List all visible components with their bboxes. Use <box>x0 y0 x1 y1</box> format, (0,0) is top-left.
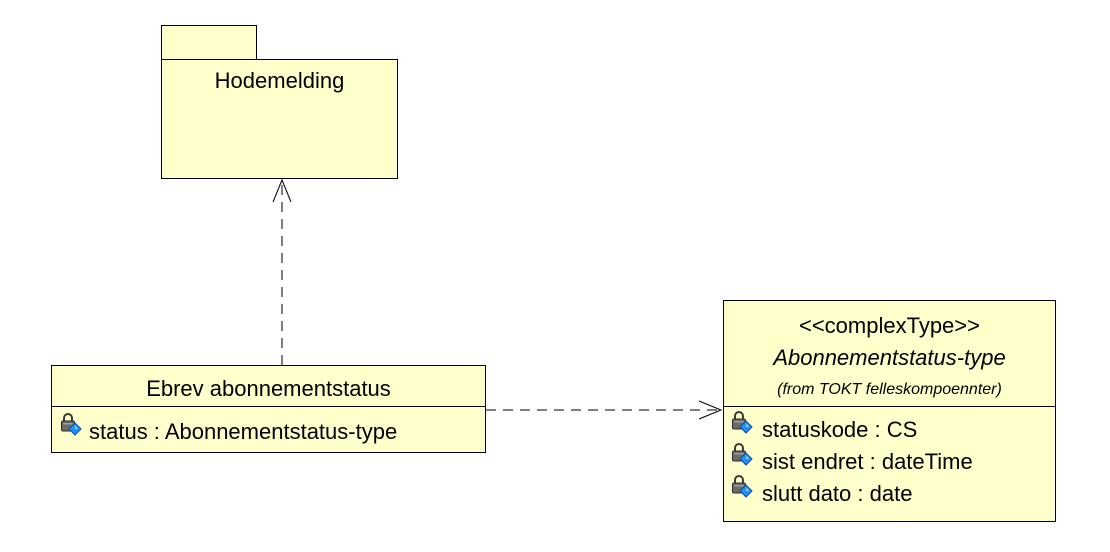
class-ebrev-abonnementstatus[interactable]: Ebrev abonnementstatus status : Abonneme… <box>51 365 486 453</box>
attribute-text: statuskode : CS <box>762 417 917 442</box>
attribute-row: sist endret : dateTime <box>731 443 973 474</box>
package-body <box>161 59 398 179</box>
class-box <box>723 300 1056 522</box>
open-arrowhead <box>698 400 723 420</box>
dependency-to-abonnementstatus-type <box>486 400 723 420</box>
dependency-to-hodemelding <box>272 178 292 365</box>
attribute-row: statuskode : CS <box>731 411 917 442</box>
class-stereotype: <<complexType>> <box>799 313 980 338</box>
class-box <box>51 365 486 453</box>
class-name: Ebrev abonnementstatus <box>146 376 391 401</box>
attribute-text: slutt dato : date <box>762 481 912 506</box>
attribute-row: status : Abonnementstatus-type <box>60 413 397 444</box>
package-hodemelding[interactable]: Hodemelding <box>161 25 398 179</box>
package-tab <box>161 25 257 60</box>
attribute-text: status : Abonnementstatus-type <box>89 419 397 444</box>
attribute-text: sist endret : dateTime <box>762 449 973 474</box>
class-abonnementstatus-type[interactable]: <<complexType>> Abonnementstatus-type (f… <box>723 300 1056 522</box>
class-origin: (from TOKT felleskompoennter) <box>777 381 1002 398</box>
attribute-row: slutt dato : date <box>731 475 912 506</box>
open-arrowhead <box>272 178 292 203</box>
class-name: Abonnementstatus-type <box>771 345 1005 370</box>
package-name: Hodemelding <box>215 68 345 93</box>
